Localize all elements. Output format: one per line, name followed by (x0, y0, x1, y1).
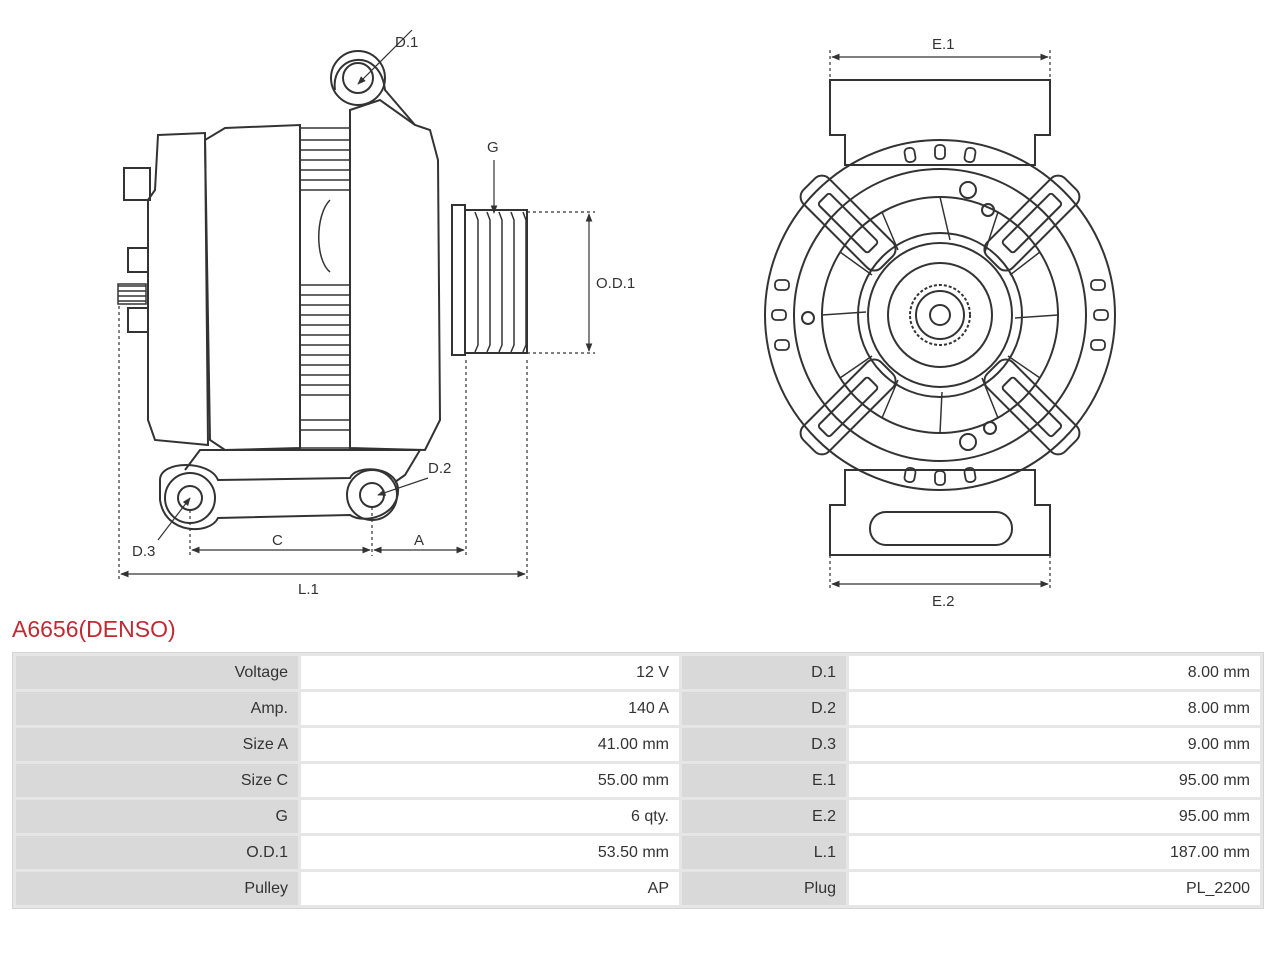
side-view-dimensions (118, 29, 595, 580)
spec-label: D.2 (682, 692, 846, 725)
spec-value: 8.00 mm (849, 656, 1260, 689)
spec-value: PL_2200 (849, 872, 1260, 905)
label-d1: D.1 (395, 34, 418, 51)
spec-label: G (16, 800, 298, 833)
spec-label: O.D.1 (16, 836, 298, 869)
label-a: A (414, 532, 424, 549)
spec-value: 55.00 mm (301, 764, 679, 797)
spec-label: Size A (16, 728, 298, 761)
spec-value: 8.00 mm (849, 692, 1260, 725)
spec-label: Amp. (16, 692, 298, 725)
spec-value: 9.00 mm (849, 728, 1260, 761)
spec-label: L.1 (682, 836, 846, 869)
spec-label: E.1 (682, 764, 846, 797)
label-l1: L.1 (298, 581, 319, 598)
side-view (117, 50, 528, 531)
spec-value: AP (301, 872, 679, 905)
spec-value: 187.00 mm (849, 836, 1260, 869)
front-view-dimensions (829, 50, 1051, 590)
label-e1: E.1 (932, 36, 955, 53)
label-e2: E.2 (932, 593, 955, 610)
spec-value: 95.00 mm (849, 764, 1260, 797)
spec-label: Pulley (16, 872, 298, 905)
spec-value: 95.00 mm (849, 800, 1260, 833)
spec-value: 6 qty. (301, 800, 679, 833)
spec-label: Plug (682, 872, 846, 905)
spec-value: 140 A (301, 692, 679, 725)
spec-label: E.2 (682, 800, 846, 833)
spec-label: Size C (16, 764, 298, 797)
label-od1: O.D.1 (596, 275, 635, 292)
label-c: C (272, 532, 283, 549)
spec-value: 12 V (301, 656, 679, 689)
spec-label: Voltage (16, 656, 298, 689)
spec-value: 53.50 mm (301, 836, 679, 869)
spec-value: 41.00 mm (301, 728, 679, 761)
product-title: A6656(DENSO) (12, 616, 176, 642)
alternator-technical-drawing: D.1 G O.D.1 D.2 D.3 C A L.1 E.1 E.2 (117, 29, 1116, 610)
label-d2: D.2 (428, 460, 451, 477)
label-g: G (487, 139, 499, 156)
spec-label: D.1 (682, 656, 846, 689)
front-view (764, 79, 1116, 556)
label-d3: D.3 (132, 543, 155, 560)
spec-label: D.3 (682, 728, 846, 761)
